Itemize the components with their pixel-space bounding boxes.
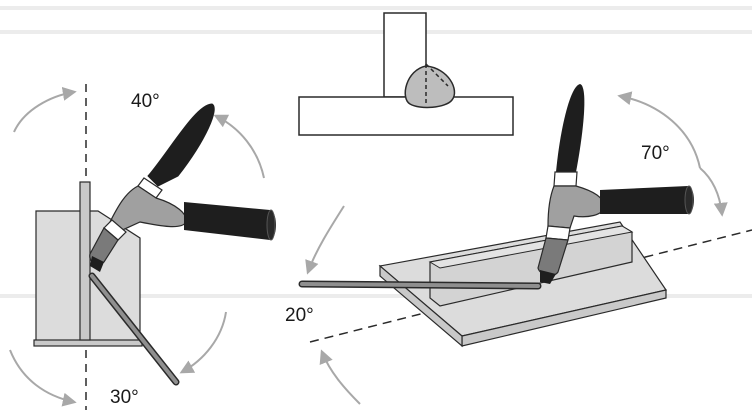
angle-label-40: 40° — [131, 91, 160, 112]
right-top-arrow — [617, 91, 701, 169]
left-bottom-arrow-a — [179, 311, 227, 374]
left-view — [9, 84, 276, 410]
right-tig-torch-icon — [537, 84, 694, 284]
right-side-arrow — [699, 167, 728, 217]
left-tig-torch-icon — [89, 103, 276, 272]
angle-label-30: 30° — [110, 387, 139, 408]
weld-penetration-line — [425, 63, 449, 87]
left-top-arrow-a — [13, 86, 77, 133]
left-bottom-arrow-b — [9, 349, 77, 407]
right-upper-left-arrow — [305, 205, 345, 275]
angle-label-70: 70° — [641, 143, 670, 164]
angle-label-20: 20° — [285, 305, 314, 326]
background-bands — [0, 6, 752, 298]
t-joint-cross-section — [298, 12, 514, 136]
t-joint-base-plate — [298, 96, 514, 136]
left-standing-plate — [79, 181, 91, 341]
right-lower-left-arrow — [319, 349, 361, 405]
weld-bead-section — [404, 65, 456, 109]
left-top-arrow-b — [213, 114, 265, 179]
right-view — [298, 84, 752, 405]
left-base-plate-edge — [33, 339, 143, 347]
